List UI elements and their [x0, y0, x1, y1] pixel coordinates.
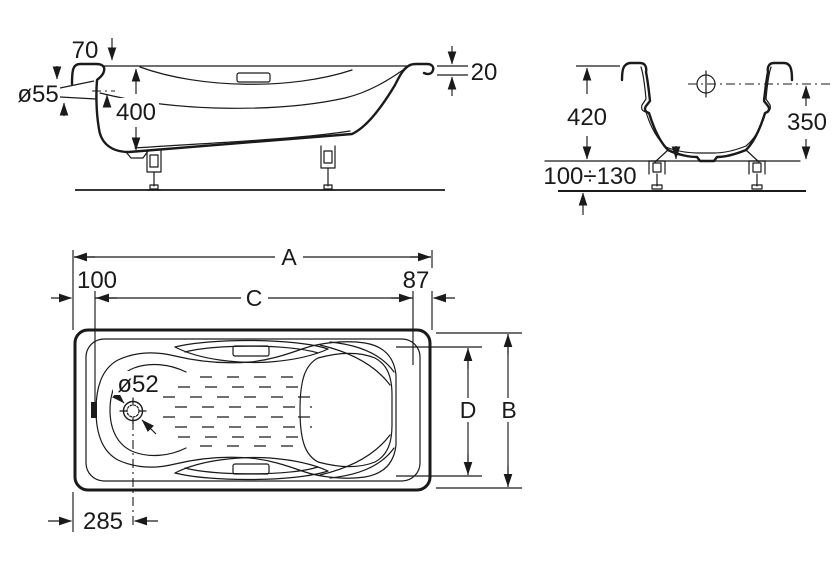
- dim-B-label: B: [501, 397, 516, 423]
- dim-leg-height: 100÷130: [543, 146, 681, 215]
- dim-inner-depth: 400: [114, 68, 159, 151]
- dim-overall-width: B: [436, 332, 522, 489]
- tub-plan-outline: [73, 328, 432, 492]
- top-handle: [174, 339, 395, 386]
- dim-100-label: 100: [77, 267, 117, 294]
- dim-20-label: 20: [471, 59, 498, 86]
- dim-total-height: 420: [563, 65, 620, 160]
- dim-rim-width: 70: [72, 37, 117, 64]
- inner-bottom-line: [134, 130, 351, 149]
- dim-350-label: 350: [787, 109, 827, 136]
- side-handle: [236, 72, 271, 83]
- end-view: 420 350 100÷130: [543, 61, 831, 215]
- dim-drain-diameter: ø52: [111, 371, 163, 435]
- inner-curve-1: [139, 66, 353, 85]
- tub-plan-inner-rim: [85, 338, 421, 482]
- dim-D-label: D: [460, 397, 477, 423]
- dim-rim-thickness: 20: [437, 46, 497, 96]
- inner-curve-2: [99, 69, 404, 109]
- dim-C-label: C: [246, 285, 263, 311]
- dim-87-label: 87: [403, 267, 430, 294]
- plan-view: ø52 A C 100 87: [48, 244, 522, 535]
- dim-70-label: 70: [72, 37, 99, 64]
- drain-boss-side: [125, 150, 149, 159]
- overflow-hole: [688, 70, 830, 98]
- dim-overall-length: A: [73, 244, 432, 270]
- dim-inner-width: D: [396, 346, 482, 477]
- bottom-handle: [174, 434, 395, 481]
- tub-plan-floor-left: [109, 363, 187, 457]
- dim-420-label: 420: [567, 104, 607, 131]
- plan-overflow-marker: [91, 402, 97, 418]
- side-view: 70 ø55 400 20: [17, 37, 497, 191]
- dim-inner-length: C 100 87: [51, 267, 455, 311]
- dim-o52-label: ø52: [117, 371, 158, 398]
- headrest-contour: [299, 352, 393, 468]
- tub-side-profile: [70, 62, 435, 154]
- end-legs: [648, 149, 766, 190]
- dim-overflow-diameter: ø55: [17, 66, 115, 116]
- tub-plan-bowl: [95, 341, 397, 479]
- dim-section-inner-depth: 350: [783, 85, 831, 160]
- side-legs: [146, 145, 336, 191]
- tub-section-profile: [620, 61, 794, 163]
- dim-A-label: A: [281, 244, 297, 270]
- dim-100-130-label: 100÷130: [543, 163, 636, 190]
- anti-slip-pattern: [163, 376, 312, 447]
- dim-400-label: 400: [116, 99, 156, 126]
- tub-section-inner: [640, 66, 772, 154]
- dim-285-label: 285: [83, 508, 123, 535]
- dim-drain-position: 285: [48, 492, 158, 535]
- dim-o55-label: ø55: [17, 81, 58, 108]
